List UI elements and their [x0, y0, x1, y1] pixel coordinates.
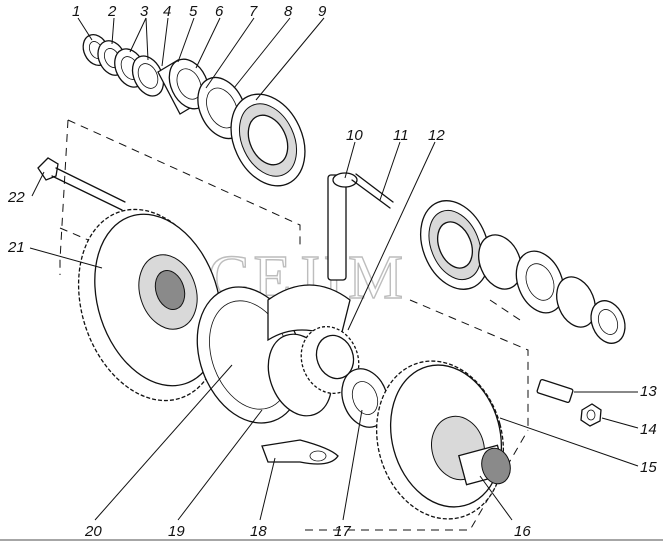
callout-12: 12 [428, 127, 445, 144]
callout-13: 13 [640, 383, 657, 400]
callout-2: 2 [107, 3, 117, 20]
lock-and-nut [536, 378, 602, 427]
callout-3: 3 [140, 3, 149, 20]
callout-15: 15 [640, 459, 657, 476]
callout-7: 7 [249, 3, 258, 20]
cross-pin [327, 172, 394, 281]
part-10-axle [327, 174, 347, 281]
callout-labels: 1 2 3 4 5 6 7 8 9 10 11 12 13 14 15 16 1… [7, 3, 657, 540]
lower-bearing-stack [420, 200, 626, 344]
callout-21: 21 [7, 239, 25, 256]
side-gear-12 [300, 325, 360, 395]
callout-19: 19 [168, 523, 185, 540]
callout-4: 4 [163, 3, 171, 20]
part-14-nut [580, 403, 602, 427]
part-22-bolt-head [37, 157, 59, 181]
callout-6: 6 [215, 3, 224, 20]
callout-11: 11 [393, 127, 409, 144]
callout-9: 9 [318, 3, 327, 20]
part-11-pin [351, 179, 391, 209]
callout-5: 5 [189, 3, 198, 20]
part-13-lock [536, 378, 574, 404]
leader-lines [29, 17, 639, 521]
upper-bearing-stack [82, 33, 306, 187]
callout-20: 20 [84, 523, 102, 540]
callout-22: 22 [7, 189, 25, 206]
lock-plate-18 [261, 439, 339, 465]
callout-16: 16 [514, 523, 531, 540]
callout-1: 1 [72, 3, 80, 20]
driven-gear-21 [77, 208, 223, 402]
callout-18: 18 [250, 523, 267, 540]
differential-case [196, 284, 351, 424]
output-gear-16 [375, 360, 511, 520]
callout-14: 14 [640, 421, 657, 438]
bolt [37, 157, 126, 211]
callout-8: 8 [284, 3, 293, 20]
callout-17: 17 [334, 523, 351, 540]
callout-10: 10 [346, 127, 363, 144]
